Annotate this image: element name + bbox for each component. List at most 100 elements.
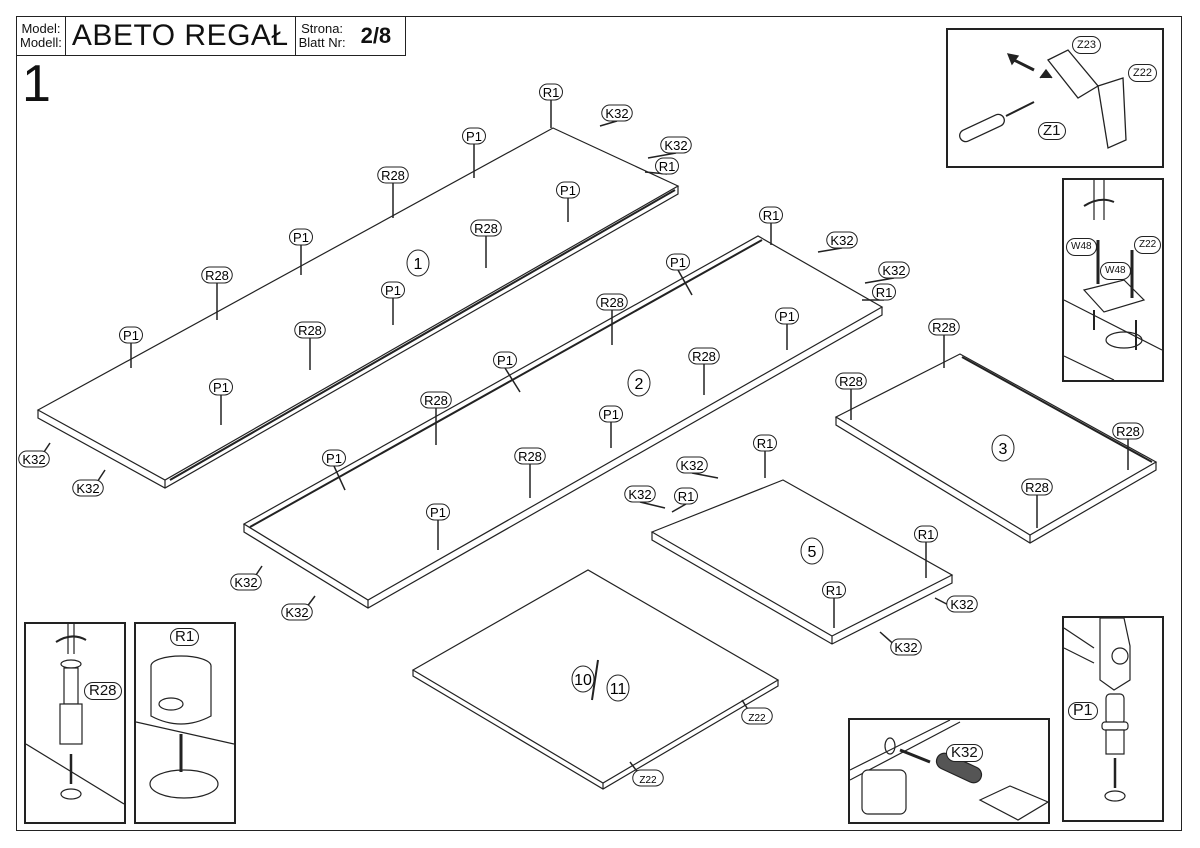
callout-label-k32: K32 [76, 481, 99, 496]
detail-hinge-mount: W48 W48 Z22 [1062, 178, 1164, 382]
callout-bubble-r1 [914, 525, 938, 543]
callout-bubble-k32 [676, 456, 708, 474]
callout-bubble-p1 [289, 228, 313, 246]
callout-label-k32: K32 [680, 458, 703, 473]
callout-bubble-r28 [201, 266, 233, 284]
callout-label-r28: R28 [205, 268, 229, 283]
panel-2 [242, 235, 884, 609]
model-label: Model: Modell: [17, 17, 66, 55]
callout-label-p1: P1 [466, 129, 482, 144]
panel-2-number-circle [627, 369, 651, 397]
hinge-adjust-illustration [959, 49, 1127, 149]
panel-5-number: 5 [808, 544, 817, 561]
panel-11-number-circle [606, 674, 630, 702]
callout-bubble-k32 [230, 573, 262, 591]
w48-label-left: W48 [1066, 238, 1097, 256]
callout-label-r1: R1 [763, 208, 780, 223]
callout-label-p1: P1 [560, 183, 576, 198]
callout-bubble-p1 [119, 326, 143, 344]
page-frame [16, 16, 1182, 831]
callout-label-k32: K32 [285, 605, 308, 620]
panel-10-number-circle [571, 665, 595, 693]
callout-label-r28: R28 [1116, 424, 1140, 439]
callout-bubble-p1 [381, 281, 405, 299]
callout-bubble-p1 [426, 503, 450, 521]
callout-label-r28: R28 [381, 168, 405, 183]
cam-lock-illustration [135, 655, 235, 799]
z1-label: Z1 [1038, 122, 1066, 140]
callout-bubble-r1 [539, 83, 563, 101]
callout-label-k32: K32 [830, 233, 853, 248]
callout-bubble-k32 [878, 261, 910, 279]
callout-label-r28: R28 [600, 295, 624, 310]
callout-label-r1: R1 [757, 436, 774, 451]
callout-bubble-p1 [462, 127, 486, 145]
panel-5 [650, 479, 954, 645]
callout-leader-r1 [671, 503, 687, 513]
callout-bubble-k32 [946, 595, 978, 613]
panel-3-number: 3 [999, 441, 1008, 458]
callout-bubble-k32 [660, 136, 692, 154]
z22-label: Z22 [1128, 64, 1157, 82]
panel-5-number-circle [800, 537, 824, 565]
shelf-pin-illustration [1063, 617, 1131, 802]
callout-label-r1: R1 [918, 527, 935, 542]
callout-bubble-p1 [599, 405, 623, 423]
callout-label-r28: R28 [692, 349, 716, 364]
callout-leader-k32 [817, 247, 843, 253]
panel-3-number-circle [991, 434, 1015, 462]
callout-bubble-r1 [872, 283, 896, 301]
callout-label-p1: P1 [293, 230, 309, 245]
callout-leader-p1 [504, 367, 521, 393]
w48-label-right: W48 [1100, 262, 1131, 280]
callout-leader-p1 [677, 269, 693, 296]
detail-cam-lock: R1 [134, 622, 236, 824]
callout-leader-k32 [639, 501, 666, 509]
callout-label-p1: P1 [385, 283, 401, 298]
callout-label-r28: R28 [298, 323, 322, 338]
callout-label-p1: P1 [497, 353, 513, 368]
detail-wood-dowel: K32 [848, 718, 1050, 824]
p1-detail-label: P1 [1068, 702, 1098, 720]
callout-bubble-k32 [72, 479, 104, 497]
callout-bubble-r1 [759, 206, 783, 224]
callout-bubble-p1 [493, 351, 517, 369]
callout-label-r1: R1 [876, 285, 893, 300]
callout-label-p1: P1 [670, 255, 686, 270]
wood-dowel-illustration [849, 719, 1050, 821]
page-label-pl: Strona: [301, 21, 344, 36]
callout-bubble-k32 [624, 485, 656, 503]
callout-label-z22: Z22 [748, 713, 766, 724]
callout-bubble-r28 [377, 166, 409, 184]
callout-label-r28: R28 [474, 221, 498, 236]
callout-bubble-r28 [928, 318, 960, 336]
callout-label-p1: P1 [213, 380, 229, 395]
callout-bubble-p1 [209, 378, 233, 396]
cam-dowel-illustration [25, 624, 125, 805]
page-number: 2/8 [360, 23, 392, 48]
callout-label-r28: R28 [518, 449, 542, 464]
callout-label-p1: P1 [123, 328, 139, 343]
callout-label-p1: P1 [603, 407, 619, 422]
callout-bubble-r28 [835, 372, 867, 390]
callout-label-r1: R1 [678, 489, 695, 504]
callout-label-r28: R28 [1025, 480, 1049, 495]
step-number: 1 [22, 55, 51, 113]
panel-1-number: 1 [414, 256, 423, 273]
callout-leader-k32 [691, 472, 719, 479]
callout-bubble-k32 [601, 104, 633, 122]
r28-detail-label: R28 [84, 682, 122, 700]
callout-bubble-k32 [18, 450, 50, 468]
callout-bubble-k32 [281, 603, 313, 621]
callout-bubble-z22 [632, 769, 664, 787]
callout-label-r1: R1 [659, 159, 676, 174]
callout-bubble-p1 [775, 307, 799, 325]
callout-bubble-r28 [596, 293, 628, 311]
callout-bubble-r28 [688, 347, 720, 365]
callout-label-p1: P1 [430, 505, 446, 520]
callout-label-z22: Z22 [639, 775, 657, 786]
model-name: ABETO REGAŁ [66, 17, 296, 55]
callout-bubble-r28 [1021, 478, 1053, 496]
callout-bubble-r28 [470, 219, 502, 237]
callout-bubble-r28 [514, 447, 546, 465]
